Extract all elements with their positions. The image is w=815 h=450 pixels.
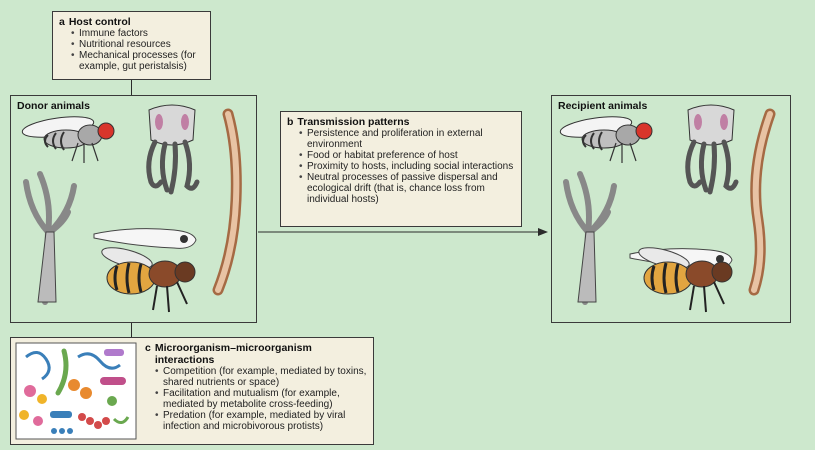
fly-icon — [21, 116, 115, 163]
list-item: Neutral processes of passive dispersal a… — [299, 172, 515, 205]
transmission-list: Persistence and proliferation in externa… — [299, 128, 515, 205]
list-item: Immune factors — [71, 28, 204, 39]
list-item: Persistence and proliferation in externa… — [299, 128, 515, 150]
squid-icon — [146, 104, 200, 195]
list-item: Proximity to hosts, including social int… — [299, 161, 515, 172]
donor-animals-title: Donor animals — [17, 100, 90, 112]
hydra-icon — [23, 171, 77, 305]
list-item: Facilitation and mutualism (for example,… — [155, 388, 367, 410]
nematode-icon — [212, 108, 242, 296]
honeybee-icon — [638, 247, 733, 313]
hydra-icon — [563, 171, 617, 305]
list-item: Nutritional resources — [71, 39, 204, 50]
list-item: Predation (for example, mediated by vira… — [155, 410, 367, 432]
list-item: Food or habitat preference of host — [299, 150, 515, 161]
nematode-icon — [748, 108, 776, 296]
connector-donor-to-microbe — [131, 322, 132, 338]
microbe-list: Competition (for example, mediated by to… — [155, 366, 367, 432]
zebrafish-larva-icon — [93, 228, 197, 249]
recipient-animals-title: Recipient animals — [558, 100, 648, 112]
microbes-icon — [15, 342, 137, 440]
fly-icon — [559, 116, 653, 163]
list-item: Competition (for example, mediated by to… — [155, 366, 367, 388]
honeybee-icon — [101, 247, 196, 313]
squid-icon — [685, 104, 739, 195]
connector-host-to-donor — [131, 79, 132, 96]
host-control-list: Immune factors Nutritional resources Mec… — [71, 28, 204, 72]
list-item: Mechanical processes (for example, gut p… — [71, 50, 204, 72]
